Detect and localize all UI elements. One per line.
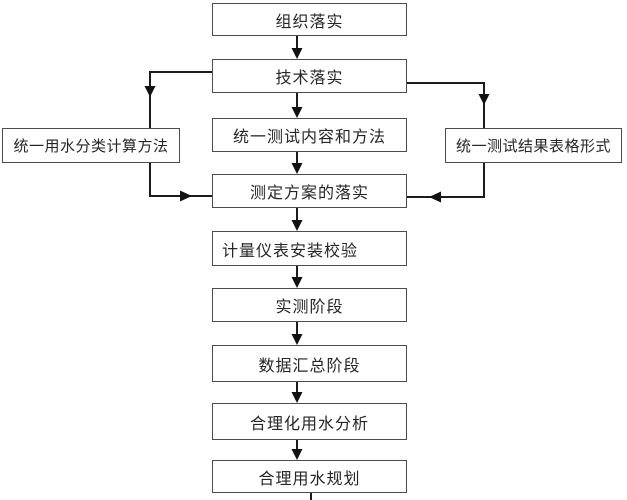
node-meter-installation-calibration: 计量仪表安装校验 xyxy=(212,231,407,266)
connector-line xyxy=(407,82,485,128)
node-rational-water-use-analysis: 合理化用水分析 xyxy=(212,403,407,440)
arrowhead-down-icon xyxy=(291,220,303,231)
arrowhead-down-icon xyxy=(291,107,303,118)
connector-right-to-plan xyxy=(407,163,485,203)
connector-tech-to-content xyxy=(291,93,303,118)
node-technical-implementation: 技术落实 xyxy=(212,59,407,93)
node-actual-measurement-phase: 实测阶段 xyxy=(212,288,407,322)
connector-line xyxy=(149,71,212,128)
node-unified-test-result-table-format: 统一测试结果表格形式 xyxy=(445,128,622,163)
arrowhead-down-icon xyxy=(291,334,303,345)
connector-org-to-tech xyxy=(291,36,303,59)
connector-meter-to-measure xyxy=(291,266,303,288)
arrowhead-down-icon xyxy=(291,449,303,460)
connector-content-to-plan xyxy=(291,152,303,174)
connector-analysis-to-planning xyxy=(291,440,303,460)
connector-tech-to-right-branch xyxy=(407,82,490,128)
arrowhead-left-icon xyxy=(429,191,441,203)
node-unified-test-content-method: 统一测试内容和方法 xyxy=(212,118,407,152)
connector-line xyxy=(149,163,212,197)
node-unified-water-classification-method: 统一用水分类计算方法 xyxy=(2,128,180,163)
node-rational-water-use-planning: 合理用水规划 xyxy=(212,460,407,493)
connector-line xyxy=(407,163,485,198)
node-data-summary-phase: 数据汇总阶段 xyxy=(212,345,407,382)
node-measurement-plan-implementation: 测定方案的落实 xyxy=(212,174,407,208)
node-organization-implementation: 组织落实 xyxy=(212,3,407,36)
arrowhead-right-icon xyxy=(180,190,192,202)
arrowhead-down-icon xyxy=(291,277,303,288)
arrowhead-down-icon xyxy=(144,86,156,97)
connector-measure-to-summary xyxy=(291,322,303,345)
arrowhead-down-icon xyxy=(478,94,490,105)
connector-tech-to-left-branch xyxy=(144,71,212,128)
connector-left-to-plan xyxy=(149,163,212,202)
arrowhead-down-icon xyxy=(291,392,303,403)
arrowhead-down-icon xyxy=(291,48,303,59)
connector-plan-to-meter xyxy=(291,208,303,231)
connector-summary-to-analysis xyxy=(291,382,303,403)
arrowhead-down-icon xyxy=(291,163,303,174)
